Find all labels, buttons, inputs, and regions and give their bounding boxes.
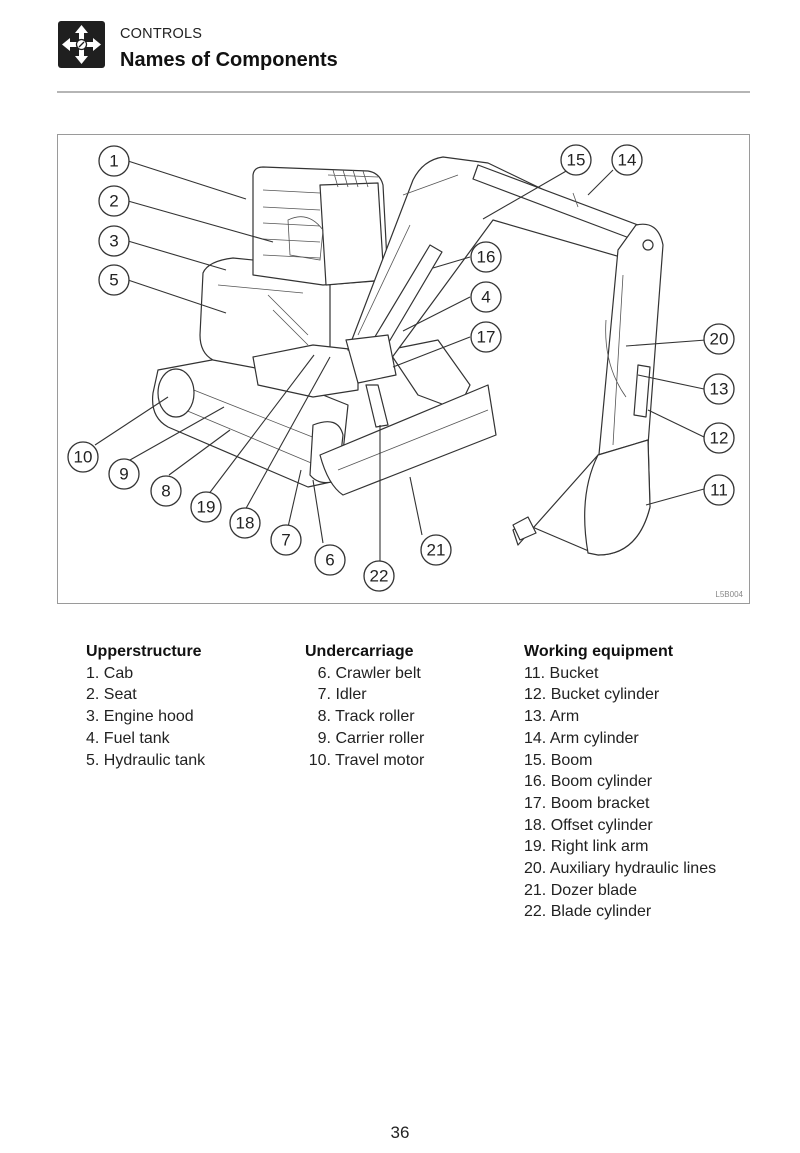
legend-item: 8. Track roller xyxy=(317,708,415,726)
svg-text:6: 6 xyxy=(325,551,334,570)
callout-11: 11 xyxy=(703,474,735,506)
callout-14: 14 xyxy=(611,144,643,176)
svg-text:1: 1 xyxy=(109,152,118,171)
callout-21: 21 xyxy=(420,534,452,566)
legend-item: 18. Offset cylinder xyxy=(524,816,653,834)
boom-illustration xyxy=(347,156,649,364)
excavator-illustration: 1 2 3 5 15 14 16 4 17 20 13 12 11 10 9 8… xyxy=(67,144,735,592)
callout-4: 4 xyxy=(470,281,502,313)
callout-13: 13 xyxy=(703,373,735,405)
svg-text:19: 19 xyxy=(197,498,216,517)
legend-item: 7. Idler xyxy=(317,686,367,704)
four-way-arrows-icon xyxy=(58,21,105,68)
callout-7: 7 xyxy=(270,524,302,556)
svg-text:8: 8 xyxy=(161,482,170,501)
legend-heading: Upperstructure xyxy=(86,643,202,660)
figure-code: L5B004 xyxy=(715,590,743,599)
legend-item: 6. Crawler belt xyxy=(317,664,421,682)
legend-item: 21. Dozer blade xyxy=(524,881,637,899)
legend-item: 20. Auxiliary hydraulic lines xyxy=(524,860,717,878)
callout-12: 12 xyxy=(703,422,735,454)
callout-19: 19 xyxy=(190,491,222,523)
section-label: CONTROLS xyxy=(120,26,203,42)
callout-15: 15 xyxy=(560,144,592,176)
cab-illustration xyxy=(252,166,389,286)
svg-text:9: 9 xyxy=(119,465,128,484)
legend-undercarriage: Undercarriage 6. Crawler belt 7. Idler 8… xyxy=(305,641,424,771)
legend-item: 4. Fuel tank xyxy=(86,729,170,747)
legend-item: 22. Blade cylinder xyxy=(524,903,652,921)
svg-text:3: 3 xyxy=(109,232,118,251)
page-number: 36 xyxy=(390,1123,410,1142)
svg-text:22: 22 xyxy=(370,567,389,586)
callout-1: 1 xyxy=(98,145,130,177)
svg-text:10: 10 xyxy=(74,448,93,467)
legend-heading: Undercarriage xyxy=(305,643,414,660)
blade-cylinder-illustration xyxy=(365,384,389,428)
legend-item: 2. Seat xyxy=(86,686,137,704)
legend-item: 12. Bucket cylinder xyxy=(524,686,660,704)
callout-6: 6 xyxy=(314,544,346,576)
legend-item: 10. Travel motor xyxy=(308,751,425,769)
legend-item: 16. Boom cylinder xyxy=(524,773,653,791)
legend-heading: Working equipment xyxy=(524,643,674,660)
upper-body-illustration xyxy=(199,257,359,398)
boom-bracket-illustration xyxy=(345,334,397,384)
legend-item: 19. Right link arm xyxy=(524,838,649,856)
callout-20: 20 xyxy=(703,323,735,355)
callout-8: 8 xyxy=(150,475,182,507)
svg-text:12: 12 xyxy=(710,429,729,448)
svg-text:21: 21 xyxy=(427,541,446,560)
callout-16: 16 xyxy=(470,241,502,273)
bucket-illustration xyxy=(512,439,651,556)
svg-text:4: 4 xyxy=(481,288,490,307)
svg-text:15: 15 xyxy=(567,151,586,170)
header-divider xyxy=(57,91,750,93)
legend-item: 11. Bucket xyxy=(524,664,599,682)
svg-text:16: 16 xyxy=(477,248,496,267)
callout-10: 10 xyxy=(67,441,99,473)
callout-3: 3 xyxy=(98,225,130,257)
svg-text:7: 7 xyxy=(281,531,290,550)
legend-item: 9. Carrier roller xyxy=(317,729,425,747)
svg-text:17: 17 xyxy=(477,328,496,347)
svg-text:5: 5 xyxy=(109,271,118,290)
callout-9: 9 xyxy=(108,458,140,490)
svg-text:13: 13 xyxy=(710,380,729,399)
legend-item: 13. Arm xyxy=(524,708,580,726)
callout-22: 22 xyxy=(363,560,395,592)
arm-illustration xyxy=(597,223,664,466)
page-title: Names of Components xyxy=(120,49,338,71)
legend-item: 14. Arm cylinder xyxy=(524,729,639,747)
leader-lines xyxy=(94,160,707,561)
legend-item: 15. Boom xyxy=(524,751,593,769)
svg-text:18: 18 xyxy=(236,514,255,533)
dozer-blade-illustration xyxy=(319,384,497,496)
legend-item: 17. Boom bracket xyxy=(524,794,650,812)
callout-18: 18 xyxy=(229,507,261,539)
legend-item: 1. Cab xyxy=(86,664,134,682)
callout-5: 5 xyxy=(98,264,130,296)
legend-item: 5. Hydraulic tank xyxy=(86,751,206,769)
callout-17: 17 xyxy=(470,321,502,353)
svg-text:14: 14 xyxy=(618,151,637,170)
legend-working-equipment: Working equipment 11. Bucket 12. Bucket … xyxy=(524,641,716,923)
legend-upperstructure: Upperstructure 1. Cab 2. Seat 3. Engine … xyxy=(86,641,205,771)
excavator-diagram: 1 2 3 5 15 14 16 4 17 20 13 12 11 10 9 8… xyxy=(57,134,750,604)
legend-item: 3. Engine hood xyxy=(86,708,194,726)
svg-text:20: 20 xyxy=(710,330,729,349)
callout-2: 2 xyxy=(98,185,130,217)
svg-text:2: 2 xyxy=(109,192,118,211)
svg-text:11: 11 xyxy=(710,481,728,500)
